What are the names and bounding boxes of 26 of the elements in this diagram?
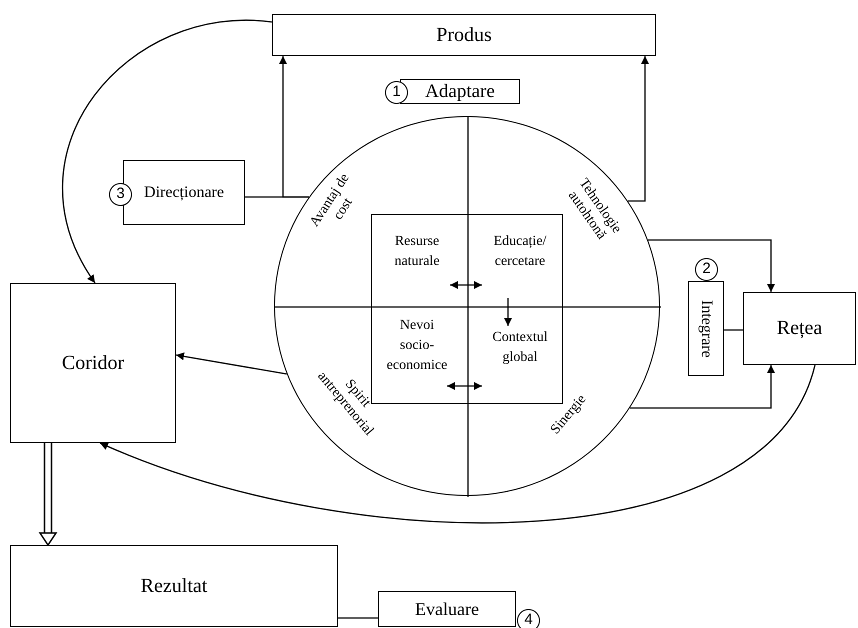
- hollow-arrow: [38, 443, 58, 546]
- process-box: Rezultat: [10, 545, 338, 627]
- process-box: Coridor: [10, 283, 176, 443]
- factor-circle: [274, 116, 660, 496]
- process-box: Produs: [272, 14, 656, 56]
- factor-label: Contextul global: [491, 329, 549, 367]
- factor-label: Resurse naturale: [393, 233, 441, 271]
- step-number: 4: [517, 609, 540, 628]
- arrow: [628, 56, 649, 202]
- factor-label: Educație/ cercetare: [492, 233, 548, 271]
- arrow: [504, 298, 512, 326]
- arrow: [62, 20, 272, 284]
- arrow: [447, 382, 482, 390]
- arrow: [100, 364, 816, 524]
- connector-line: [724, 329, 743, 331]
- arrow: [450, 281, 482, 289]
- arrow: [630, 365, 775, 409]
- step-number: 3: [109, 183, 132, 206]
- process-box: Rețea: [743, 292, 856, 365]
- connector-line: [245, 196, 309, 198]
- arrow: [176, 352, 287, 375]
- connector-line: [338, 617, 378, 619]
- step-number: 2: [695, 258, 718, 281]
- factor-label: Nevoi socio-economice: [386, 317, 448, 375]
- arrow: [648, 239, 775, 292]
- step-number: 1: [385, 81, 408, 104]
